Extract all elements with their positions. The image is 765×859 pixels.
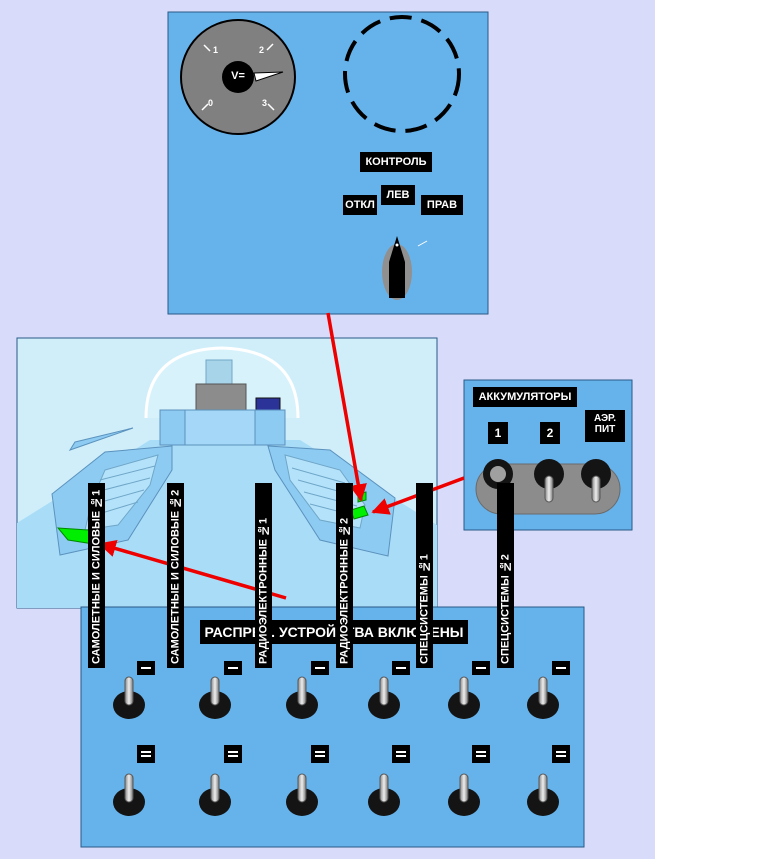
voltmeter-gauge xyxy=(180,19,296,135)
battery-1-switch[interactable] xyxy=(483,459,513,489)
bus-label-radio-electronic-1: РАДИОЭЛЕКТРОННЫЕ №1 xyxy=(255,483,272,668)
bus-label-special-systems-1: СПЕЦСИСТЕМЫ №1 xyxy=(416,483,433,668)
toggle-switch-row2-4[interactable] xyxy=(368,773,400,816)
toggle-switch-row2-2[interactable] xyxy=(199,773,231,816)
row1-badge xyxy=(137,661,155,675)
toggle-switch-row1-5[interactable] xyxy=(448,676,480,719)
bus-label-radio-electronic-2: РАДИОЭЛЕКТРОННЫЕ №2 xyxy=(336,483,353,668)
voltmeter-scale-1: 1 xyxy=(213,45,219,55)
indicator-ring xyxy=(343,15,461,133)
toggle-switch-row2-1[interactable] xyxy=(113,773,145,816)
distribution-toggles xyxy=(113,676,559,816)
row1-badge xyxy=(224,661,242,675)
row1-badge xyxy=(472,661,490,675)
ground-power-switch[interactable] xyxy=(581,459,611,503)
bus-label-special-systems-2: СПЕЦСИСТЕМЫ №2 xyxy=(497,483,514,668)
row2-badge xyxy=(311,745,329,763)
ground-power-label: АЭР. ПИТ xyxy=(585,410,625,442)
row1-badge xyxy=(552,661,570,675)
control-panel xyxy=(167,11,489,315)
toggle-switch-row1-1[interactable] xyxy=(113,676,145,719)
toggle-switch-row2-5[interactable] xyxy=(448,773,480,816)
battery-1-label: 1 xyxy=(488,422,508,444)
toggle-switch-row1-6[interactable] xyxy=(527,676,559,719)
voltmeter-center-label: V= xyxy=(231,70,245,82)
cockpit-illustration xyxy=(16,337,438,609)
voltmeter-needle xyxy=(253,71,284,82)
arrow-control-to-cockpit xyxy=(326,312,367,502)
control-title: КОНТРОЛЬ xyxy=(360,152,432,172)
toggle-switch-row2-6[interactable] xyxy=(527,773,559,816)
voltmeter-scale-0: 0 xyxy=(208,98,214,108)
toggle-switch-row1-2[interactable] xyxy=(199,676,231,719)
bus-label-airplane-power-1: САМОЛЕТНЫЕ И СИЛОВЫЕ №1 xyxy=(88,483,105,668)
voltmeter-scale-3: 3 xyxy=(262,98,268,108)
toggle-switch-row2-3[interactable] xyxy=(286,773,318,816)
bus-label-airplane-power-2: САМОЛЕТНЫЕ И СИЛОВЫЕ №2 xyxy=(167,483,184,668)
control-position-left[interactable]: ЛЕВ xyxy=(381,185,415,205)
toggle-switch-row1-3[interactable] xyxy=(286,676,318,719)
row2-badge xyxy=(552,745,570,763)
row2-badge xyxy=(472,745,490,763)
battery-2-label: 2 xyxy=(540,422,560,444)
row2-badge xyxy=(137,745,155,763)
control-position-right[interactable]: ПРАВ xyxy=(421,195,463,215)
right-console-highlight-2 xyxy=(350,505,369,520)
control-position-off[interactable]: ОТКЛ xyxy=(343,195,377,215)
row1-badge xyxy=(311,661,329,675)
row1-badge xyxy=(392,661,410,675)
toggle-switch-row1-4[interactable] xyxy=(368,676,400,719)
voltmeter-scale-2: 2 xyxy=(259,45,265,55)
battery-2-switch[interactable] xyxy=(534,459,564,503)
row2-badge xyxy=(392,745,410,763)
row2-badge xyxy=(224,745,242,763)
battery-panel-title: АККУМУЛЯТОРЫ xyxy=(473,387,577,407)
control-selector-knob[interactable] xyxy=(382,236,428,300)
